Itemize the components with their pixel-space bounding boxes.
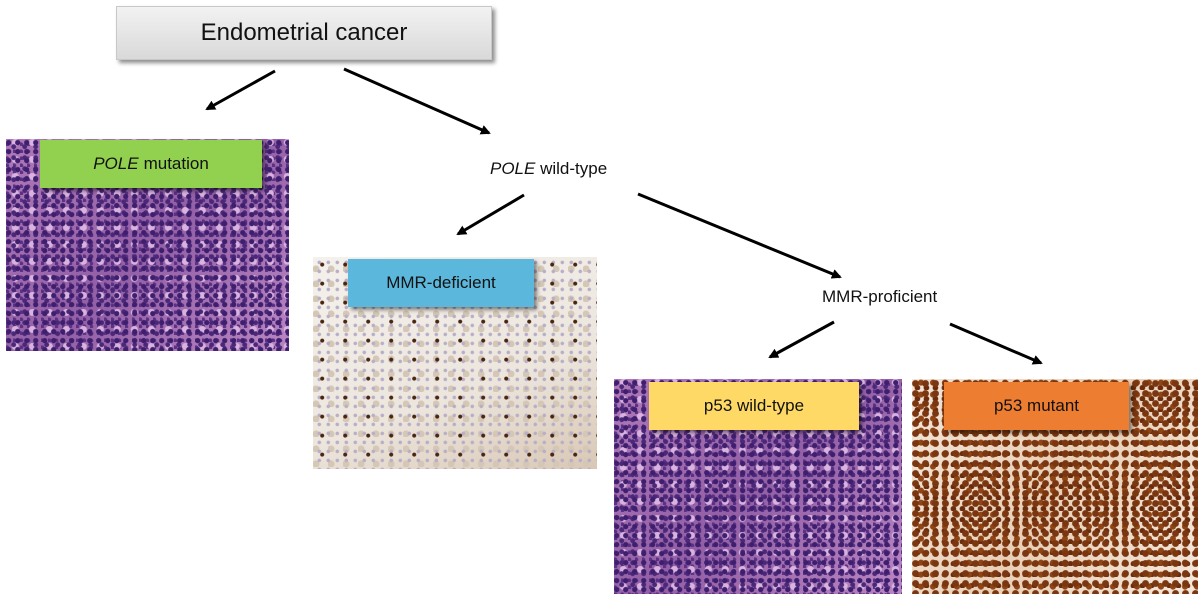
p53-mutant-label: p53 mutant bbox=[993, 396, 1080, 415]
mmr-deficient-label-box: MMR-deficient bbox=[348, 259, 534, 307]
mmr-deficient-label: MMR-deficient bbox=[386, 273, 496, 292]
p53-mutant-label-box: p53 mutant bbox=[944, 382, 1129, 430]
arrow-root-to-pole-mutation bbox=[205, 69, 276, 111]
p53-wildtype-label-box: p53 wild-type bbox=[649, 382, 859, 430]
mmr-proficient-label: MMR-proficient bbox=[822, 287, 938, 306]
arrow-root-to-pole-wildtype bbox=[343, 67, 491, 135]
p53-wildtype-label: p53 wild-type bbox=[703, 396, 805, 415]
pole-wildtype-node: POLE wild-type bbox=[490, 159, 607, 179]
root-node-endometrial-cancer: Endometrial cancer bbox=[116, 6, 492, 60]
arrow-wildtype-to-mmr-deficient bbox=[456, 193, 525, 236]
arrow-wildtype-to-mmr-proficient bbox=[637, 192, 842, 279]
pole-wildtype-label-rest: wild-type bbox=[540, 159, 608, 178]
mmr-proficient-node: MMR-proficient bbox=[822, 287, 937, 307]
pole-mutation-label-box: POLE mutation bbox=[40, 140, 262, 188]
pole-wildtype-label-italic: POLE bbox=[490, 159, 536, 178]
arrow-proficient-to-p53-wildtype bbox=[768, 320, 835, 359]
pole-mutation-label-italic: POLE bbox=[93, 154, 139, 173]
root-node-label: Endometrial cancer bbox=[200, 19, 408, 46]
pole-mutation-label-rest: mutation bbox=[143, 154, 209, 173]
arrow-proficient-to-p53-mutant bbox=[949, 322, 1043, 365]
